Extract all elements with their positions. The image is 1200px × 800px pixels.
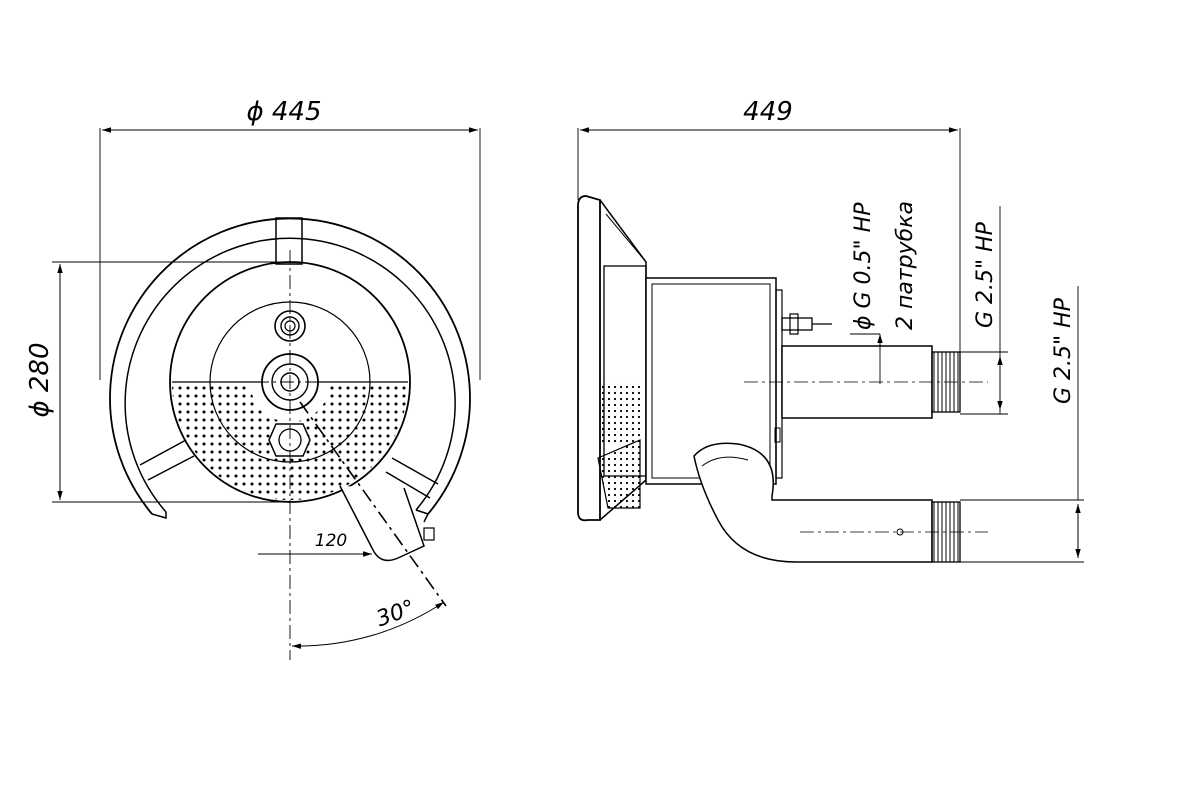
- dim-text-120: 120: [315, 531, 347, 551]
- label-lower-thread: G 2.5" НР: [1051, 297, 1076, 404]
- front-view: [52, 128, 481, 660]
- dim-arc-30: [291, 601, 445, 649]
- side-dimensions: [580, 127, 1081, 558]
- label-small-thread: ϕ G 0.5" НР: [851, 202, 876, 330]
- side-perforation: [600, 382, 640, 444]
- angled-outlet-pipe: [339, 485, 425, 562]
- small-fitting-side: [781, 317, 813, 331]
- dim-text-445: ϕ 445: [246, 97, 321, 127]
- label-upper-thread: G 2.5" НР: [973, 221, 998, 328]
- dim-text-280: ϕ 280: [25, 342, 55, 417]
- lower-nut: [268, 423, 311, 457]
- spoke-top: [275, 217, 303, 265]
- outer-ring-inner: [124, 237, 456, 513]
- dim-text-30: 30°: [373, 595, 418, 632]
- spoke-right: [385, 457, 439, 499]
- lower-elbow-pipe: [693, 442, 933, 563]
- front-dimensions: [57, 127, 478, 649]
- side-view: [577, 128, 1084, 563]
- spoke-left: [139, 439, 195, 481]
- label-small-thread-note: 2 патрубка: [893, 201, 918, 330]
- dim-text-449: 449: [743, 97, 793, 127]
- faceplate: [577, 195, 601, 522]
